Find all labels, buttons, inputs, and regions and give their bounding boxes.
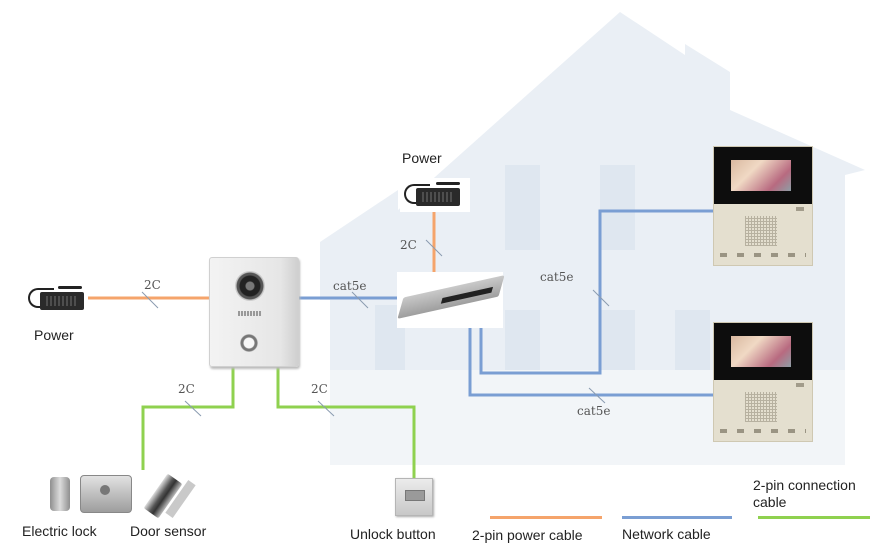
lock-knob-icon <box>100 485 110 495</box>
legend-connection-swatch <box>758 516 870 519</box>
monitor-speaker <box>745 216 777 246</box>
house-window <box>505 165 540 250</box>
switch-body <box>397 275 505 319</box>
door-sensor-label: Door sensor <box>130 523 207 539</box>
house-window <box>600 165 635 250</box>
indoor-monitor-1 <box>713 146 813 266</box>
power-adapter-top <box>400 178 470 212</box>
legend-power-swatch <box>490 516 602 519</box>
unlock-pad-icon <box>405 490 425 501</box>
cable-label-unlock: 2C <box>311 382 328 396</box>
power-plug <box>436 182 460 185</box>
monitor-speaker <box>745 392 777 422</box>
legend-network-label: Network cable <box>622 526 711 542</box>
cable-station-unlock-tick <box>317 400 335 417</box>
cable-station-switch-tick <box>351 291 369 309</box>
switch-ports <box>440 286 494 304</box>
monitor-screen <box>731 336 791 367</box>
door-sensor <box>143 467 198 521</box>
monitor-bezel <box>714 147 812 204</box>
camera-lens-icon <box>235 271 265 301</box>
electric-lock <box>50 473 132 513</box>
power-top-label: Power <box>402 150 442 166</box>
power-left-label: Power <box>34 327 74 343</box>
cable-label-lock: 2C <box>178 382 195 396</box>
electric-lock-label: Electric lock <box>22 523 97 539</box>
cables <box>88 209 713 478</box>
cable-power-left-tick <box>141 291 159 309</box>
monitor-keys <box>720 253 806 257</box>
speaker-grill <box>238 311 262 316</box>
cable-label-monitor-2: cat5e <box>577 404 611 418</box>
power-adapter-left <box>28 284 86 312</box>
legend-power-label: 2-pin power cable <box>472 527 583 543</box>
monitor-screen <box>731 160 791 191</box>
cable-power-top-tick <box>425 239 443 257</box>
cable-switch-monitor-2-tick <box>588 387 606 404</box>
unlock-button-label: Unlock button <box>350 526 436 542</box>
power-plug <box>58 286 82 289</box>
cable-label-monitor-1: cat5e <box>540 270 574 284</box>
cable-switch-monitor-1-tick <box>592 289 610 307</box>
monitor-bezel <box>714 323 812 380</box>
cable-label-station-switch: cat5e <box>333 279 367 293</box>
power-brick <box>416 188 460 206</box>
unlock-button <box>395 478 433 516</box>
lock-strike <box>50 477 70 511</box>
cable-switch-monitor-1 <box>479 209 713 375</box>
poe-switch <box>397 272 505 328</box>
door-station <box>209 257 299 367</box>
cable-label-power-top: 2C <box>400 238 417 252</box>
cable-station-lock <box>141 365 235 470</box>
cable-station-unlock <box>276 365 416 478</box>
legend-connection-label: 2-pin connection cable <box>753 477 856 510</box>
power-brick <box>40 292 84 310</box>
cable-label-power-left: 2C <box>144 278 161 292</box>
indoor-monitor-2 <box>713 322 813 442</box>
cable-switch-monitor-2 <box>468 313 713 397</box>
cable-station-lock-tick <box>184 400 202 417</box>
house-window <box>675 310 710 375</box>
monitor-logo <box>796 383 804 387</box>
monitor-logo <box>796 207 804 211</box>
monitor-keys <box>720 429 806 433</box>
legend-network-swatch <box>622 516 732 519</box>
call-button-icon <box>240 334 258 352</box>
